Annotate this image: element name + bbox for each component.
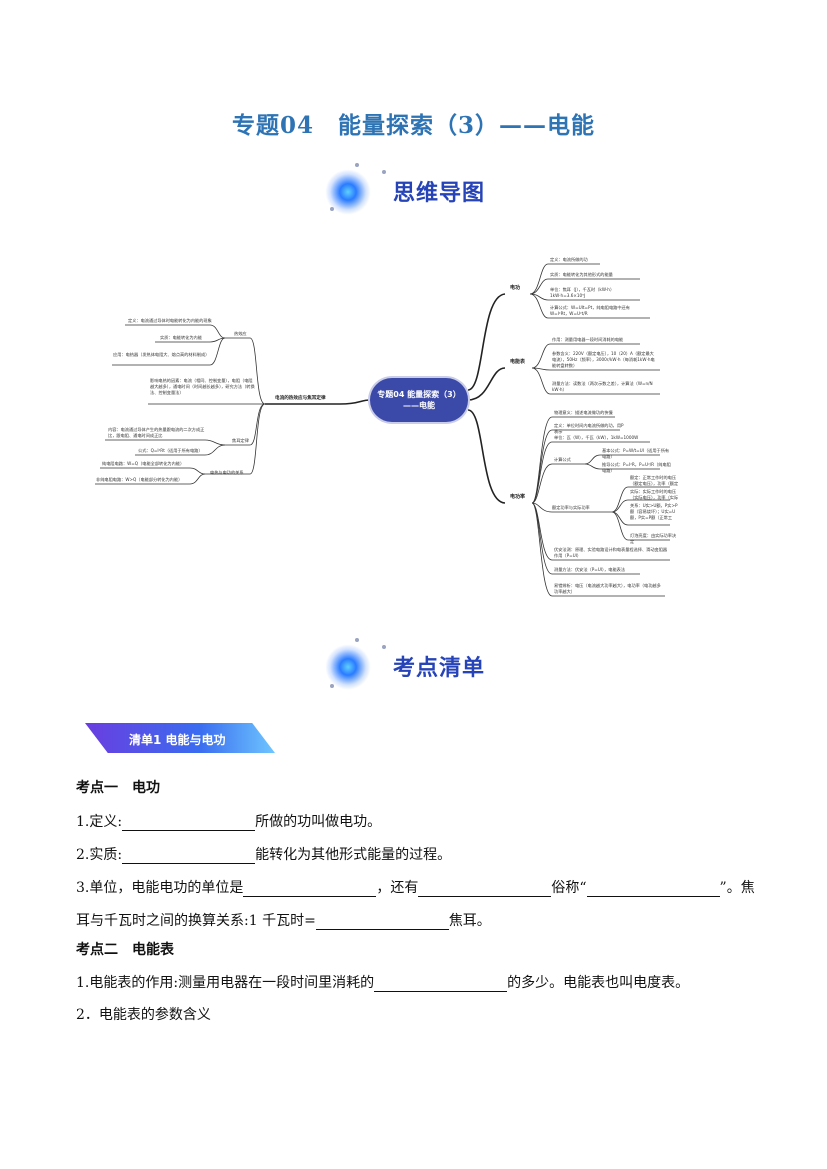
node-leaf: 定义：单位时间内电流所做的功，用P表示 [554, 423, 624, 434]
node-leaf: 参数含义：220V（额定电压），10（20）A（额定最大电流），50Hz（频率）… [552, 351, 655, 368]
node-heat-effect: 热效应 [234, 331, 247, 336]
node-leaf: 应用：电热器（发热体电阻大、熔点高的材料制成） [113, 352, 210, 357]
node-leaf: 测量方法：读数法（两次示数之差），计算法（W=n/N kW·h） [552, 381, 653, 392]
node-leaf: 影响电热的因素：电流（相同、控制变量），电阻（电阻越大越多），通电时间（时间越长… [150, 378, 255, 395]
node-energy-meter: 电能表 [510, 359, 526, 365]
node-leaf: 伏安法测：原理、实验电路设计和电表量程选择、滑动变阻器作用（P=UI） [554, 547, 668, 558]
content-line: 2.实质:能转化为其他形式能量的过程。 [76, 847, 452, 864]
node-leaf: 公式：Q=I²Rt（适用于所有电路） [138, 448, 203, 453]
content-line: 1.定义:所做的功叫做电功。 [76, 814, 382, 831]
section-tag-label: 清单1 电能与电功 [129, 733, 226, 747]
node-rated-power: 额定功率与实际功率 [552, 505, 590, 510]
node-leaf: 实质：电能转化为其他形式的能量 [550, 272, 613, 277]
fill-blank[interactable] [418, 882, 552, 897]
content-line: 2．电能表的参数含义 [76, 1007, 211, 1023]
section-tag: 清单1 电能与电功 [85, 720, 275, 756]
node-leaf: 单位：焦耳（J），千瓦时（kW·h）1kW·h=3.6×10⁶J [550, 287, 615, 298]
mindmap-heading: 思维导图 [393, 181, 486, 206]
point1-heading: 考点一 电功 [76, 780, 160, 796]
mindmap-center-node: 专题04 能量探索（3）——电能 [370, 378, 468, 422]
point2-heading: 考点二 电能表 [76, 942, 174, 958]
node-leaf: 基本公式：P=W/t=UI（适用于所有电路） [602, 448, 670, 459]
node-leaf: 实际：实际工作时的电压（实际电压），功率（实际功率） [630, 489, 679, 500]
node-electric-work: 电功 [510, 285, 521, 291]
node-leaf: 计算公式：W=UIt=Pt，纯电阻电路中还有W=I²Rt，W=U²t/R [550, 305, 630, 316]
node-joule-law: 焦耳定律 [232, 438, 249, 443]
node-leaf: 灯泡亮度：由实际功率决定 [630, 533, 677, 544]
node-leaf: 推导公式：P=I²R，P=U²/R（纯电阻电路） [602, 462, 671, 473]
node-leaf: 额定：正常工作时的电压（额定电压），功率（额定功率） [630, 475, 679, 486]
node-formula: 计算公式 [554, 457, 571, 462]
page-title: 专题04 能量探索（3）——电能 [231, 112, 595, 139]
node-leaf: 易错辨析：电压（电流越大功率越大），电功率（电功越多功率越大） [554, 583, 661, 594]
node-leaf: 测量方法：伏安法（P=UI），电能表法 [554, 567, 626, 572]
content-line: 3.单位，电能电功的单位是，还有俗称“”。焦 [76, 880, 755, 897]
node-leaf: 纯电阻电路：W=Q（电能全部转化为内能） [102, 461, 185, 466]
fill-blank[interactable] [122, 816, 256, 831]
glow-orb-icon [325, 644, 371, 690]
content-line: 耳与千瓦时之间的换算关系:1 千瓦时=焦耳。 [76, 913, 491, 930]
node-leaf: 作用：测量用电器一段时间消耗的电能 [552, 337, 624, 342]
checklist-banner: 考点清单 [325, 638, 525, 690]
node-leaf: 内容：电流通过导体产生的热量跟电流的二次方成正比，跟电阻、通电时间成正比 [108, 427, 205, 438]
fill-blank[interactable] [586, 882, 720, 897]
fill-blank[interactable] [374, 977, 508, 992]
fill-blank[interactable] [243, 882, 377, 897]
node-heat-work-relation: 电热与电功的关系 [210, 470, 244, 475]
checklist-heading: 考点清单 [393, 656, 486, 681]
node-leaf: 实质：电能转化为内能 [160, 335, 202, 340]
node-leaf: 物理意义：描述电流做功的快慢 [554, 410, 613, 415]
node-leaf: 定义：电流通过导体时电能转化为内能的现象 [128, 318, 212, 323]
fill-blank[interactable] [122, 849, 256, 864]
mind-map: 专题04 能量探索（3）——电能 电功 定义：电流所做的功 实质：电能转化为其他… [95, 257, 679, 597]
content-line: 1.电能表的作用:测量用电器在一段时间里消耗的的多少。电能表也叫电度表。 [76, 975, 690, 992]
node-leaf: 关系：U实>U额，P实>P额（容易烧坏）；U实=U额，P实=P额（正常工作）；U… [630, 503, 678, 520]
mindmap-banner: 思维导图 [325, 163, 525, 215]
mind-map-connectors [95, 263, 670, 597]
node-heat-effect-law: 电流的热效应与焦耳定律 [275, 396, 326, 401]
node-leaf: 单位：瓦（W），千瓦（kW），1kW=1000W [554, 435, 639, 440]
node-leaf: 定义：电流所做的功 [550, 257, 588, 262]
fill-blank[interactable] [315, 915, 449, 930]
node-leaf: 非纯电阻电路：W>Q（电能部分转化为内能） [96, 477, 183, 482]
node-electric-power: 电功率 [510, 494, 526, 500]
